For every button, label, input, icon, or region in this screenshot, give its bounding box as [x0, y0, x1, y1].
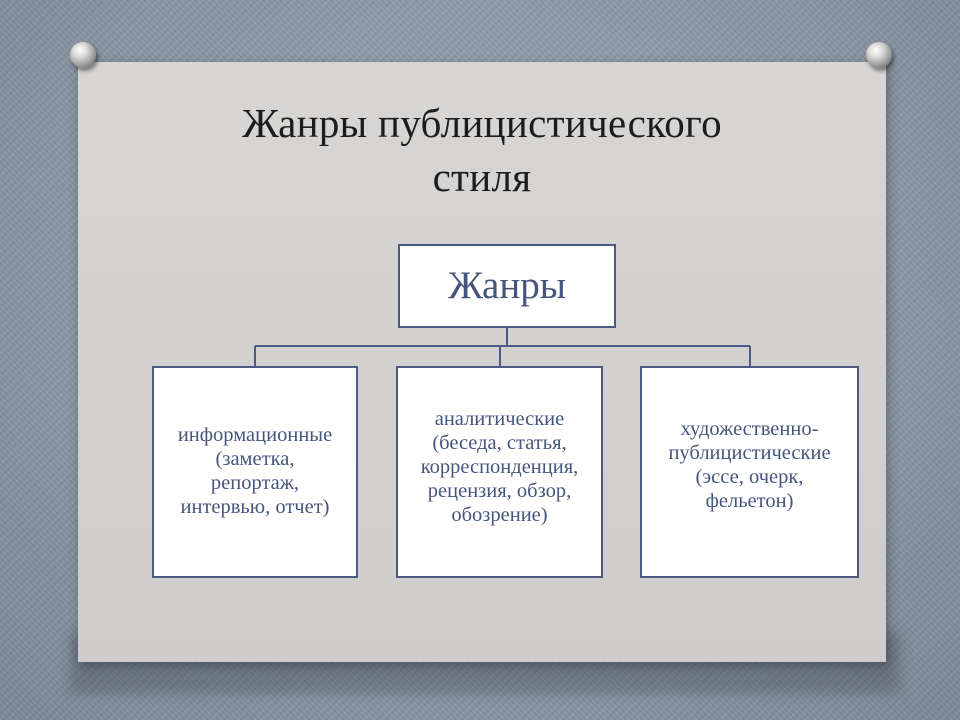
slide-title: Жанры публицистического стиля: [242, 100, 722, 200]
node-informational-label: информационные (заметка, репортаж, интер…: [177, 424, 333, 518]
node-artistic-label: художественно- публицистические (эссе, о…: [668, 418, 831, 512]
node-analytical-label: аналитические (беседа, статья, корреспон…: [420, 408, 579, 526]
diagram-node-informational: информационные (заметка, репортаж, интер…: [152, 366, 358, 578]
diagram-node-analytical: аналитические (беседа, статья, корреспон…: [396, 366, 603, 578]
diagram-node-artistic: художественно- публицистические (эссе, о…: [640, 366, 859, 578]
root-node-label: Жанры: [448, 264, 566, 307]
diagram-root-node: Жанры: [398, 244, 616, 328]
pushpin-right-icon: [866, 42, 892, 72]
pushpin-left-icon: [70, 42, 96, 72]
